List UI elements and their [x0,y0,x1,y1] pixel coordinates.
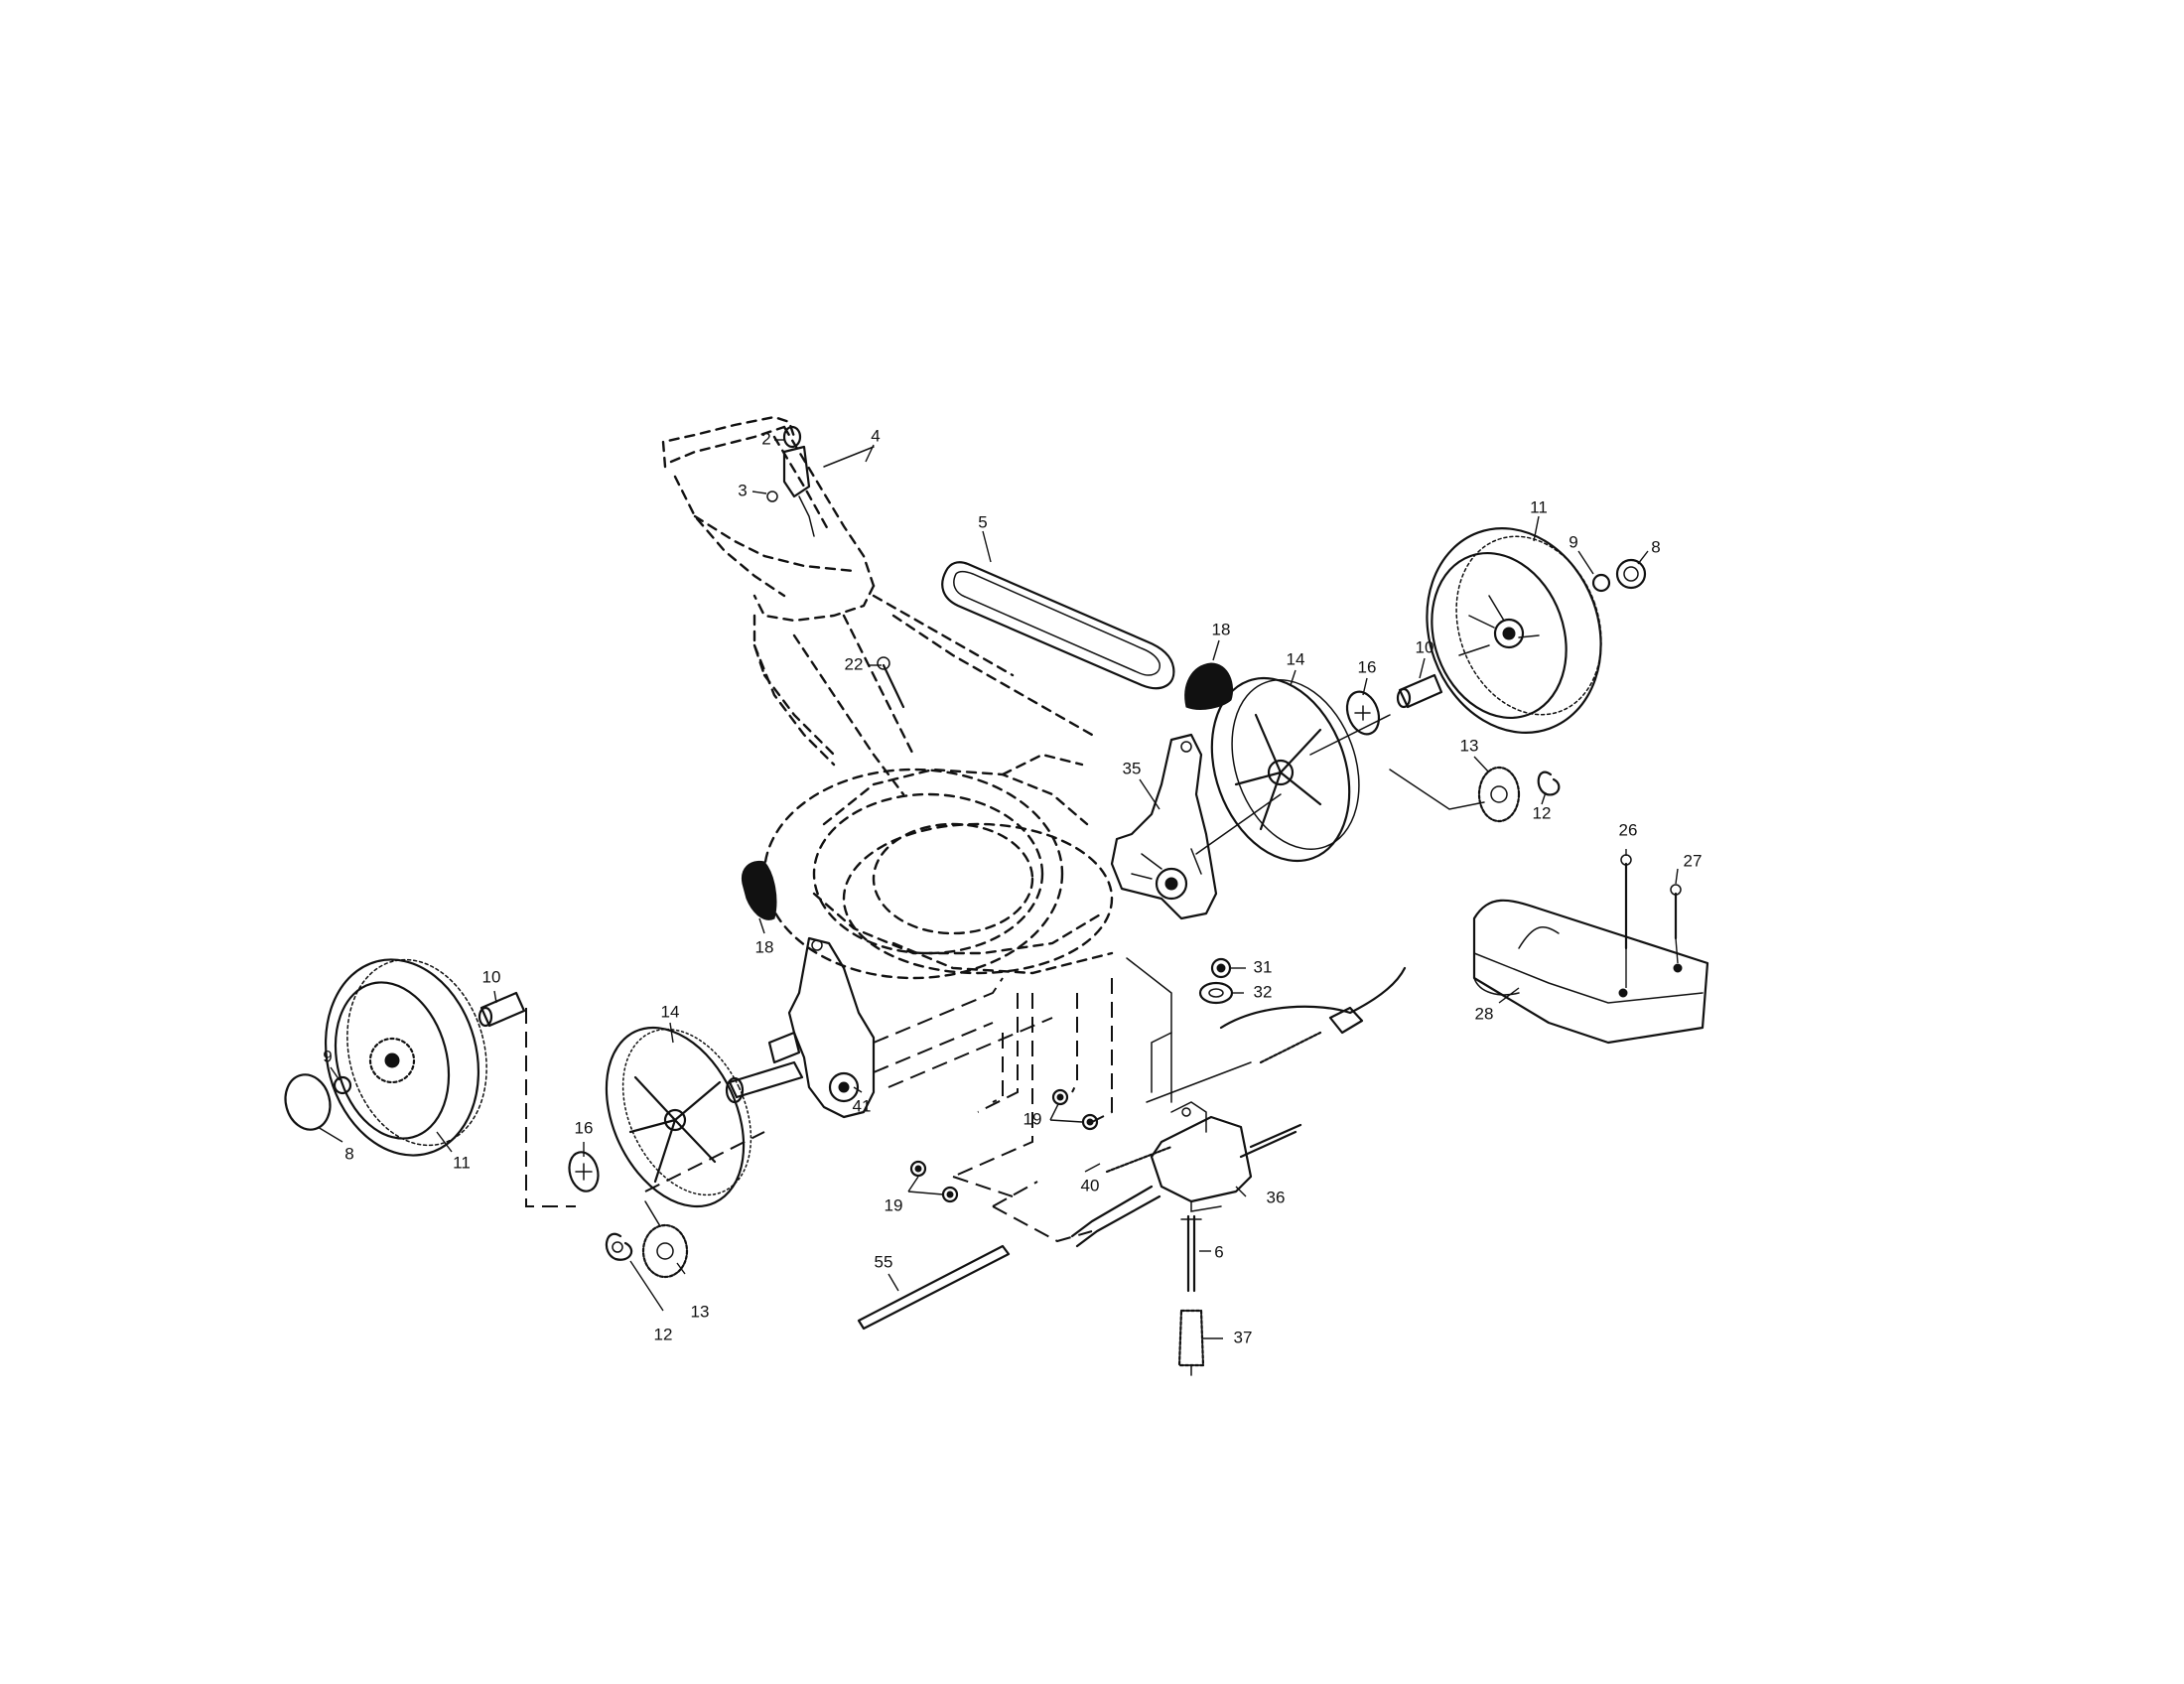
right-hub-nut [1591,558,1647,593]
label-19-lower: 19 [885,1195,903,1214]
pulley-37 [1177,1309,1205,1376]
handle-phantom [661,415,1094,796]
right-clip [1537,771,1561,796]
handle-bracket-parts [766,425,875,537]
label-leader-lines [317,439,1679,1339]
label-11-right: 11 [1530,497,1548,516]
label-28: 28 [1475,1004,1494,1023]
label-10-right: 10 [1416,637,1434,656]
label-19-upper: 19 [1024,1109,1042,1128]
label-41: 41 [853,1096,872,1115]
label-37: 37 [1234,1328,1253,1346]
control-cable [1146,966,1407,1103]
transmission-leaders [1126,957,1172,1103]
label-12-left: 12 [654,1325,673,1343]
left-blade-adapter [741,860,777,920]
rear-baffle [1472,899,1709,1045]
left-spacer [478,991,526,1028]
drive-belt [941,561,1175,690]
label-32: 32 [1254,982,1273,1001]
left-assembly-leaders [525,1008,765,1207]
bearing-parts [1198,957,1234,1005]
label-14-right: 14 [1287,649,1305,668]
label-3: 3 [738,481,747,499]
label-11-left: 11 [453,1153,471,1172]
right-drive-wheel [1210,676,1360,863]
label-13-right: 13 [1460,736,1479,755]
left-washer [568,1151,600,1193]
left-pinion-gear [641,1200,689,1279]
right-pinion-gear [1389,766,1521,823]
right-wheel-bracket [1110,733,1218,920]
label-18-left: 18 [755,937,774,956]
label-4: 4 [871,426,880,445]
label-8-right: 8 [1651,537,1660,556]
axle-dashed-lines [873,977,1113,1178]
label-22: 22 [845,654,864,673]
deck-phantom [762,753,1114,980]
shaft-55 [857,1244,1011,1331]
label-55: 55 [875,1252,893,1271]
label-5: 5 [978,512,987,531]
right-washer [1345,690,1381,736]
left-hub-cap [284,1073,352,1131]
label-6: 6 [1214,1242,1223,1261]
transmission [952,1101,1302,1248]
left-wheel-bracket [725,936,876,1119]
label-26: 26 [1619,820,1638,839]
right-axle-leaders [1195,714,1391,855]
label-16-left: 16 [575,1118,594,1137]
label-9-right: 9 [1569,532,1577,551]
label-16-right: 16 [1358,657,1377,676]
spring-40 [1105,1145,1173,1174]
label-35: 35 [1123,759,1142,777]
left-rear-wheel [324,958,487,1157]
label-10-left: 10 [482,967,501,986]
nuts-19 [907,1088,1099,1203]
label-27: 27 [1684,851,1703,870]
bolt-22 [877,656,905,709]
label-13-left: 13 [691,1302,710,1321]
shaft-6 [1180,1214,1202,1293]
label-40: 40 [1081,1176,1100,1194]
label-14-left: 14 [661,1002,680,1021]
left-drive-wheel [605,1026,752,1208]
label-9-left: 9 [323,1047,332,1065]
left-clip [605,1232,633,1261]
label-36: 36 [1267,1188,1286,1206]
label-2: 2 [761,429,770,448]
label-12-right: 12 [1533,803,1552,822]
label-18-right: 18 [1212,620,1231,638]
right-blade-adapter [1184,662,1234,710]
right-rear-wheel [1426,527,1602,734]
label-8-left: 8 [344,1144,353,1163]
baffle-screws [1620,854,1682,988]
label-31: 31 [1254,957,1273,976]
part-number-labels: 2 3 4 5 11 9 8 18 14 16 10 22 35 13 12 2… [323,426,1702,1346]
right-spacer [1396,673,1443,709]
